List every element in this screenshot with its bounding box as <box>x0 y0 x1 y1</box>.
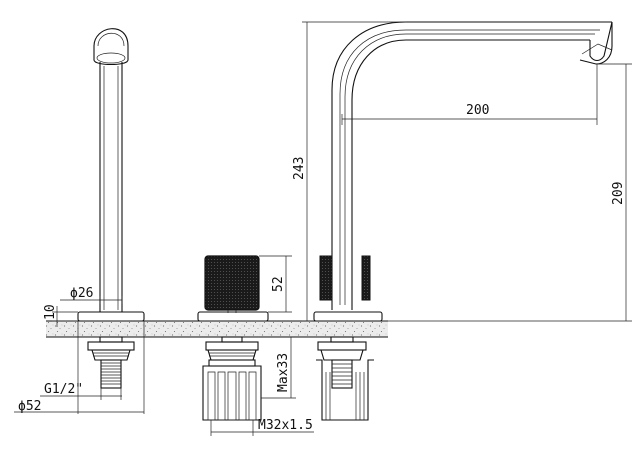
spout-side-view <box>77 28 145 389</box>
dim-max33-label: Max33 <box>276 353 291 392</box>
dim-10: 10 <box>43 304 78 327</box>
front-handle-knurl-right <box>361 255 371 301</box>
countertop <box>46 320 388 338</box>
dim-52-label: 52 <box>271 276 286 292</box>
dim-200-label: 200 <box>466 103 489 118</box>
dim-209: 209 <box>382 63 632 322</box>
dim-phi26: ϕ26 <box>60 286 123 304</box>
dim-g12: G1/2" <box>40 382 122 400</box>
handle-valve <box>197 255 269 421</box>
dim-m32: M32x1.5 <box>210 418 314 436</box>
dim-g12-label: G1/2" <box>44 382 83 397</box>
dim-max33: Max33 <box>261 337 296 399</box>
dim-243: 243 <box>292 21 406 322</box>
knurled-handle <box>204 255 260 311</box>
dim-phi52-label: ϕ52 <box>18 399 41 414</box>
front-handle-knurl <box>319 255 333 301</box>
dim-phi52: ϕ52 <box>14 321 145 414</box>
dim-phi26-label: ϕ26 <box>70 286 93 301</box>
dim-10-label: 10 <box>43 304 58 320</box>
spout-front-view <box>313 21 613 421</box>
dim-200: 200 <box>341 64 598 125</box>
dim-243-label: 243 <box>292 157 307 180</box>
dim-m32-label: M32x1.5 <box>258 418 313 433</box>
dim-209-label: 209 <box>611 182 626 205</box>
dim-52: 52 <box>259 255 292 313</box>
